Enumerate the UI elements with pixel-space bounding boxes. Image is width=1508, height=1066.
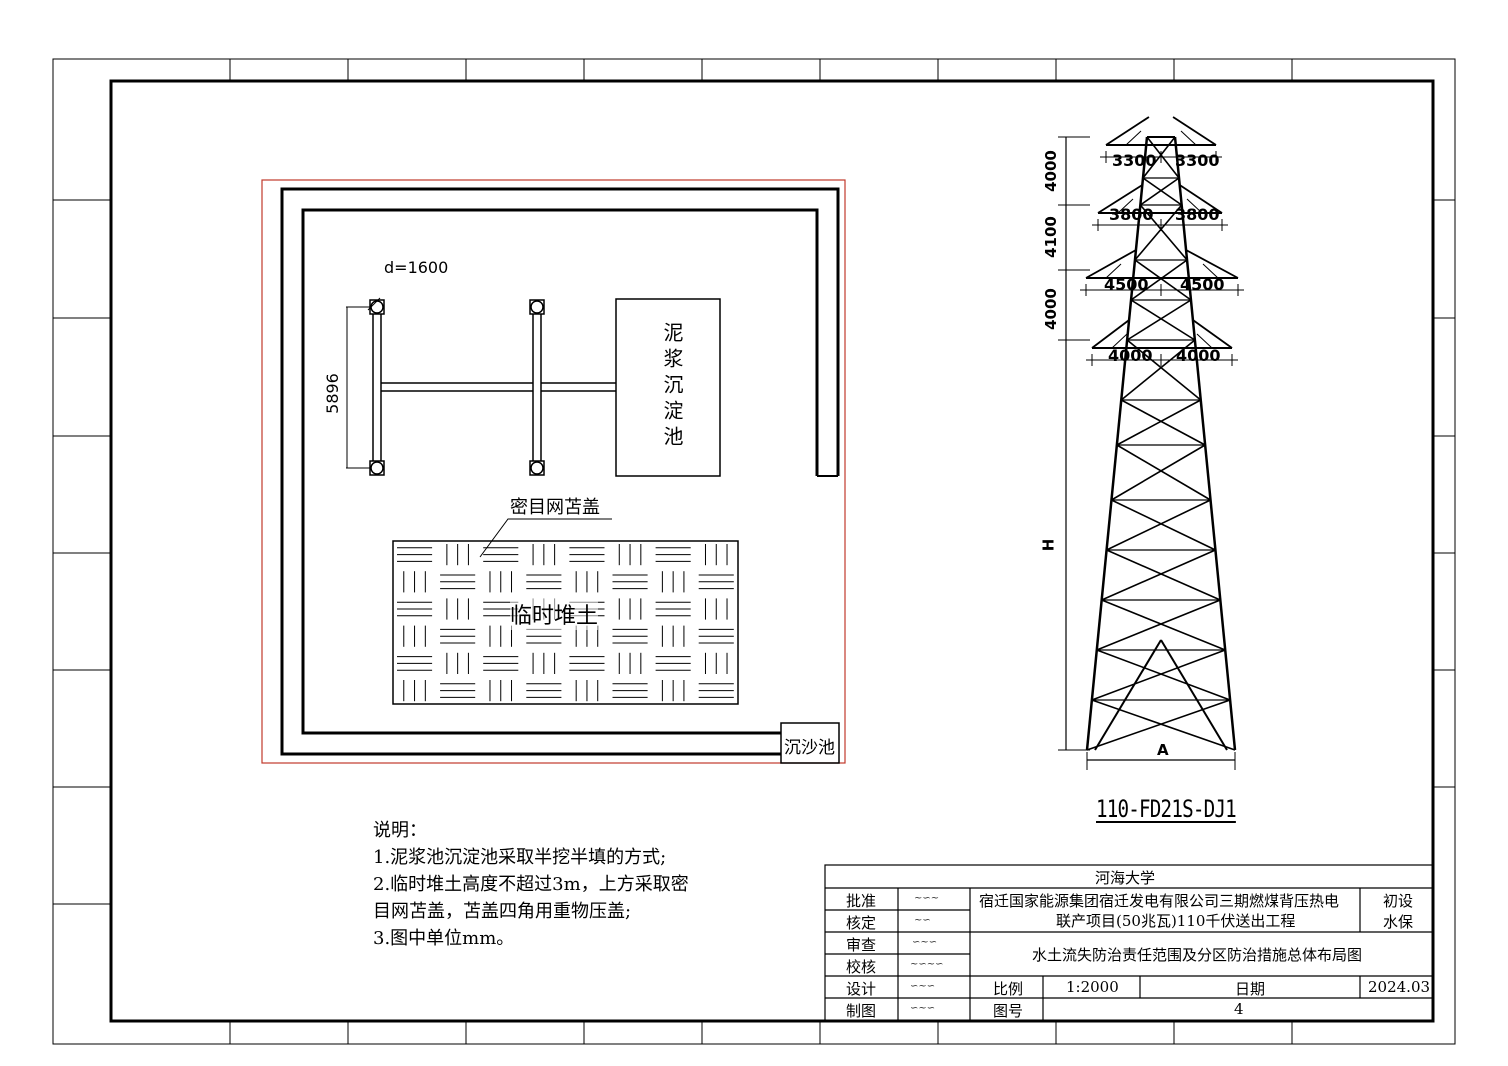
role-design: 设计 bbox=[846, 980, 877, 998]
notes-line-1: 1.泥浆池沉淀池采取半挖半填的方式; bbox=[373, 847, 667, 868]
tower-dim-top: 4000 bbox=[1041, 150, 1060, 192]
tower-dim-low: 4000 bbox=[1041, 288, 1060, 330]
role-check: 校核 bbox=[846, 958, 877, 976]
project-line-2: 联产项目(50兆瓦)110千伏送出工程 bbox=[1056, 912, 1296, 930]
tower-model-label: 110-FD21S-DJ1 bbox=[1096, 795, 1237, 823]
frame-ticks bbox=[53, 59, 1455, 1044]
arm4-right: 4000 bbox=[1176, 346, 1221, 365]
role-review: 审查 bbox=[846, 936, 877, 954]
scale-value: 1:2000 bbox=[1066, 978, 1119, 996]
arm3-right: 4500 bbox=[1180, 275, 1225, 294]
notes-line-3: 目网苫盖，苫盖四角用重物压盖; bbox=[373, 901, 632, 922]
role-approve: 批准 bbox=[846, 892, 877, 910]
stage-2: 水保 bbox=[1383, 913, 1414, 931]
signature-3: ∽~∽ bbox=[912, 937, 938, 948]
notes-heading: 说明： bbox=[373, 820, 427, 841]
arm1-left: 3300 bbox=[1112, 151, 1157, 170]
scale-label: 比例 bbox=[993, 980, 1024, 998]
pile-diameter-label: d=1600 bbox=[384, 258, 449, 277]
foundation-piles bbox=[369, 299, 616, 476]
notes-line-4: 3.图中单位mm。 bbox=[373, 928, 515, 949]
role-draft: 制图 bbox=[846, 1002, 877, 1020]
drawing-no: 4 bbox=[1234, 1000, 1244, 1018]
notes-line-2: 2.临时堆土高度不超过3m，上方采取密 bbox=[373, 874, 689, 895]
signature-2: ~∽ bbox=[914, 915, 931, 926]
outer-frame bbox=[52, 58, 1456, 1045]
tower-height-label: H bbox=[1039, 538, 1058, 552]
net-cover-label: 密目网苫盖 bbox=[510, 497, 600, 518]
org-name: 河海大学 bbox=[1095, 869, 1156, 887]
mud-pond-label: 泥浆沉淀池 bbox=[660, 322, 684, 452]
arm1-right: 3300 bbox=[1175, 151, 1220, 170]
responsibility-boundary bbox=[261, 179, 846, 764]
drawing-no-label: 图号 bbox=[993, 1002, 1024, 1020]
tower-base-label: A bbox=[1157, 741, 1169, 759]
mud-pond-box bbox=[615, 298, 721, 477]
span-dimension bbox=[346, 297, 381, 469]
sand-trap-label: 沉沙池 bbox=[784, 738, 835, 758]
arm2-left: 3800 bbox=[1109, 205, 1154, 224]
drainage-ditch-inner bbox=[301, 208, 819, 735]
inner-frame bbox=[109, 79, 1435, 1023]
drainage-ditch-outer bbox=[280, 187, 840, 756]
drawing-title: 水土流失防治责任范围及分区防治措施总体布局图 bbox=[1032, 946, 1363, 964]
role-verify: 核定 bbox=[846, 914, 877, 932]
stockpile-box bbox=[392, 540, 739, 705]
project-line-1: 宿迁国家能源集团宿迁发电有限公司三期燃煤背压热电 bbox=[979, 892, 1340, 910]
sand-trap-box bbox=[780, 722, 840, 764]
signature-6: ∽~∽ bbox=[910, 1003, 936, 1014]
arm3-left: 4500 bbox=[1104, 275, 1149, 294]
span-dimension-label: 5896 bbox=[322, 373, 342, 414]
stage-1: 初设 bbox=[1383, 892, 1414, 910]
date-value: 2024.03 bbox=[1368, 978, 1431, 996]
tower-drawing bbox=[1058, 116, 1244, 770]
net-leader bbox=[479, 518, 612, 558]
signature-1: ~∽~ bbox=[914, 893, 940, 904]
stockpile-label: 临时堆土 bbox=[510, 598, 599, 630]
signature-4: ~∽~∽ bbox=[910, 959, 944, 970]
date-label: 日期 bbox=[1235, 980, 1266, 998]
arm4-left: 4000 bbox=[1108, 346, 1153, 365]
tower-dim-mid: 4100 bbox=[1041, 216, 1060, 258]
arm2-right: 3800 bbox=[1175, 205, 1220, 224]
signature-5: ∽~∽ bbox=[910, 981, 936, 992]
notes-block: 说明： 1.泥浆池沉淀池采取半挖半填的方式; 2.临时堆土高度不超过3m，上方采… bbox=[373, 817, 689, 952]
